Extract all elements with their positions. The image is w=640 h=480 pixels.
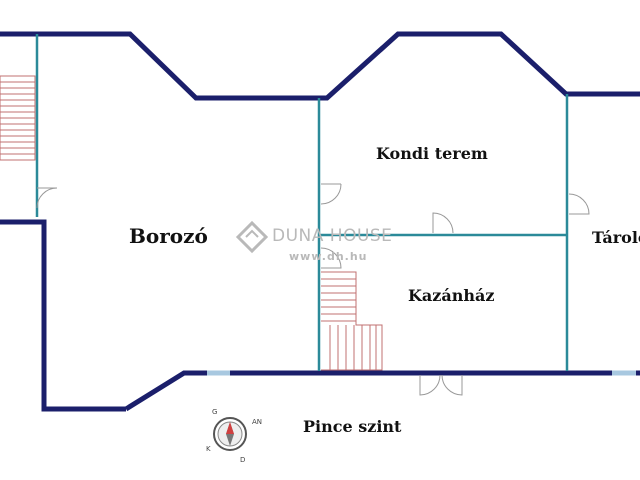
door-tarolo: [568, 193, 590, 215]
room-label-tarolo: Tárolo: [592, 228, 640, 247]
door-south-double: [419, 374, 463, 396]
watermark-brand: DUNA HOUSE: [272, 226, 393, 246]
compass-letter-left: K: [206, 445, 211, 453]
compass-letter-bottom: D: [240, 456, 246, 464]
door-west: [36, 187, 58, 209]
watermark-url: www.dh.hu: [289, 250, 368, 263]
stairs-top-left: [0, 75, 36, 161]
stairs-center: [321, 271, 383, 371]
inner-walls: [35, 34, 569, 371]
room-label-borozo: Borozó: [129, 224, 208, 248]
level-label: Pince szint: [303, 417, 402, 436]
outer-walls: [0, 31, 640, 412]
door-kondi-west: [320, 183, 342, 205]
door-kondi-south: [432, 212, 454, 234]
compass-letter-right: AN: [252, 418, 263, 426]
compass-icon: [213, 417, 247, 451]
room-label-kazanhaz: Kazánház: [408, 286, 495, 305]
compass-letter-top: G: [212, 408, 218, 416]
watermark-logo-icon: [235, 220, 269, 254]
outer-wall-southwest: [124, 370, 640, 412]
outer-wall-north: [0, 31, 640, 101]
doors: [36, 183, 590, 396]
door-kazan-west: [320, 247, 342, 269]
room-label-kondi: Kondi terem: [376, 144, 488, 163]
outer-wall-west: [0, 219, 126, 412]
